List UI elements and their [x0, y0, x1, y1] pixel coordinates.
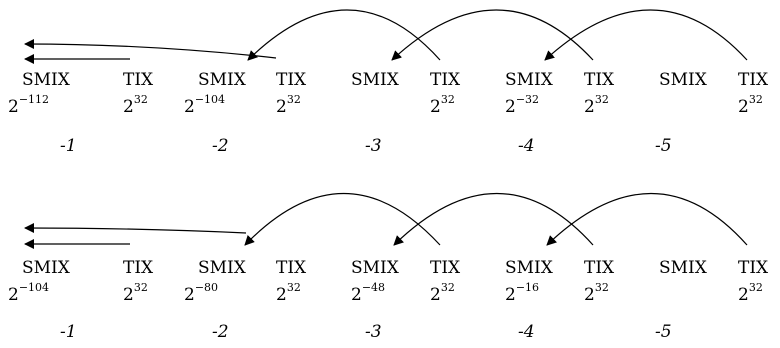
position-index: -5 — [655, 322, 672, 342]
tix-value: 232 — [276, 93, 301, 117]
tix-label: TIX — [276, 258, 307, 278]
arc-arrow-2 — [391, 9, 594, 61]
tix-value: 232 — [738, 93, 763, 117]
smix-label: SMIX — [351, 70, 399, 90]
smix-label: SMIX — [22, 258, 70, 278]
tix-value: 232 — [123, 93, 148, 117]
diagram-row-2: SMIX TIX SMIX TIX SMIX TIX SMIX TIX SMIX… — [0, 174, 780, 348]
smix-value: 2−80 — [184, 281, 219, 305]
position-index: -1 — [60, 322, 77, 342]
position-index: -2 — [212, 136, 229, 156]
smix-label: SMIX — [351, 258, 399, 278]
tix-value: 232 — [276, 281, 301, 305]
smix-label: SMIX — [659, 258, 707, 278]
tix-label: TIX — [584, 70, 615, 90]
tix-label: TIX — [584, 258, 615, 278]
tix-value: 232 — [123, 281, 148, 305]
straight-arrow-long — [24, 223, 247, 234]
tix-value: 232 — [430, 93, 455, 117]
smix-label: SMIX — [198, 70, 246, 90]
position-index: -3 — [365, 322, 382, 342]
smix-value: 2−104 — [8, 281, 50, 305]
position-index: -3 — [365, 136, 382, 156]
position-index: -1 — [60, 136, 77, 156]
smix-label: SMIX — [22, 70, 70, 90]
smix-label: SMIX — [505, 70, 553, 90]
arc-arrow-3 — [546, 193, 748, 246]
tix-value: 232 — [738, 281, 763, 305]
smix-label: SMIX — [198, 258, 246, 278]
diagram-row-1: SMIX TIX SMIX TIX SMIX TIX SMIX TIX SMIX… — [8, 9, 769, 156]
position-index: -5 — [655, 136, 672, 156]
smix-value: 2−104 — [184, 93, 226, 117]
tix-label: TIX — [123, 258, 154, 278]
straight-arrow-long — [24, 39, 277, 59]
smix-label: SMIX — [659, 70, 707, 90]
row-2-arrows — [24, 192, 748, 249]
arc-arrow-1 — [244, 192, 441, 246]
smix-label: SMIX — [505, 258, 553, 278]
smix-value: 2−16 — [505, 281, 540, 305]
tix-value: 232 — [584, 281, 609, 305]
tix-label: TIX — [430, 258, 461, 278]
arc-arrow-1 — [242, 236, 288, 244]
position-index: -4 — [518, 136, 535, 156]
smix-value: 2−48 — [351, 281, 386, 305]
tix-label: TIX — [738, 70, 769, 90]
arc-arrow-2 — [393, 193, 594, 246]
tix-label: TIX — [123, 70, 154, 90]
row-1-arrows — [24, 9, 748, 64]
tix-value: 232 — [584, 93, 609, 117]
position-index: -4 — [518, 322, 535, 342]
tix-label: TIX — [276, 70, 307, 90]
smix-value: 2−32 — [505, 93, 540, 117]
smix-value: 2−112 — [8, 93, 50, 117]
tix-label: TIX — [738, 258, 769, 278]
arc-arrow-1 — [247, 9, 441, 61]
arc-arrow-3 — [544, 9, 748, 61]
tix-value: 232 — [430, 281, 455, 305]
tix-label: TIX — [430, 70, 461, 90]
position-index: -2 — [212, 322, 229, 342]
